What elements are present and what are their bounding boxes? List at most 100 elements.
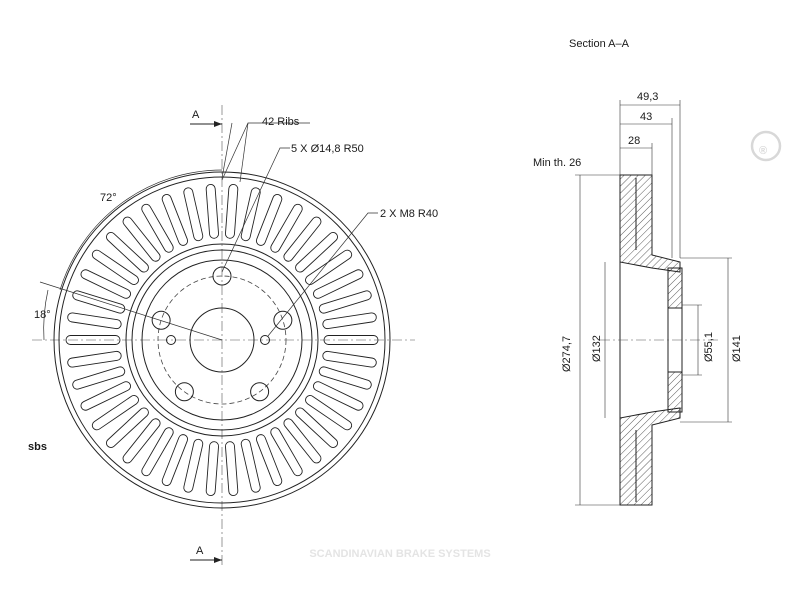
rib-slot (161, 434, 189, 486)
rib-slot (141, 427, 174, 477)
rib (305, 249, 353, 285)
threaded-hole-left (166, 335, 176, 345)
rib (91, 395, 139, 431)
registered-mark: ® (759, 145, 767, 157)
section-arrowhead-bottom (214, 557, 222, 563)
dia-55-1: Ø55,1 (703, 332, 715, 362)
rib (255, 194, 283, 246)
angle-18-label: 18° (34, 309, 51, 321)
rib (183, 438, 204, 493)
angle-72-arc (59, 169, 223, 291)
rib (91, 249, 139, 285)
rib (67, 312, 122, 330)
rib-slot (122, 418, 161, 464)
rib (80, 269, 131, 299)
rib-slot (295, 407, 339, 448)
rib-slot (122, 216, 161, 262)
rib-slot (65, 335, 121, 345)
section-marker-bottom: A (196, 545, 204, 557)
rib (225, 183, 239, 239)
section-marker-top: A (192, 109, 200, 121)
rib-slot (318, 366, 372, 390)
section-title: Section A–A (569, 38, 630, 50)
rib-slot (91, 395, 139, 431)
ribs-leader-2 (239, 122, 249, 183)
rib-slot (255, 434, 283, 486)
rib (270, 203, 303, 253)
rib-slot (323, 335, 379, 345)
bolt-hole (151, 310, 171, 330)
rib-slot (318, 290, 372, 314)
rib-slot (305, 249, 353, 285)
rib (65, 335, 121, 345)
rib (270, 427, 303, 477)
rib-slot (270, 427, 303, 477)
rib-slot (72, 366, 126, 390)
rib (225, 441, 239, 497)
rib-slot (72, 290, 126, 314)
rib-slot (183, 187, 204, 242)
rib-slot (255, 194, 283, 246)
hub-upper-wall (667, 267, 683, 309)
rib (72, 366, 126, 390)
rib (295, 407, 339, 448)
rib (283, 418, 322, 464)
center-bore (189, 307, 255, 373)
section-upper-flange (619, 174, 681, 273)
watermark: sbs ® SCANDINAVIAN BRAKE SYSTEMS (28, 130, 782, 560)
threaded-holes-leader (267, 212, 378, 337)
rib-slot (270, 203, 303, 253)
rib (67, 350, 122, 368)
rib (313, 381, 364, 411)
brand-tagline: SCANDINAVIAN BRAKE SYSTEMS (309, 548, 490, 560)
rib-slot (205, 441, 219, 497)
rib-slot (205, 183, 219, 239)
ribs-leader-3 (221, 122, 233, 179)
rib-slot (283, 216, 322, 262)
bolt-circle (157, 275, 287, 405)
rib-slot (225, 183, 239, 239)
rib (255, 434, 283, 486)
cooling-ribs (65, 183, 379, 497)
rib (240, 187, 261, 242)
rib-slot (105, 232, 149, 273)
bolt-hole (273, 310, 293, 330)
hub-outer-circle (141, 259, 303, 421)
rib (240, 438, 261, 493)
rib-slot (105, 407, 149, 448)
dim-43: 43 (640, 111, 652, 123)
rib-slot (67, 350, 122, 368)
rib-slot (240, 438, 261, 493)
rib-slot (183, 438, 204, 493)
rib (105, 407, 149, 448)
ribs-label: 42 Ribs (262, 116, 300, 128)
rib (313, 269, 364, 299)
rib (323, 335, 379, 345)
disc-outer-edge (53, 171, 391, 509)
rib-slot (225, 441, 239, 497)
rib-slot (80, 269, 131, 299)
rib-slot (283, 418, 322, 464)
bolt-holes-leader (221, 147, 290, 273)
bolt-holes-label: 5 X Ø14,8 R50 (291, 143, 364, 155)
rib (318, 290, 372, 314)
dia-132: Ø132 (591, 335, 603, 362)
min-thickness-label: Min th. 26 (533, 157, 581, 169)
dia-outer: Ø274,7 (561, 336, 573, 372)
rib (161, 194, 189, 246)
dim-28: 28 (628, 135, 640, 147)
rib (183, 187, 204, 242)
rib (295, 232, 339, 273)
rib (161, 434, 189, 486)
rib (141, 203, 174, 253)
rib-slot (322, 312, 377, 330)
rib-slot (67, 312, 122, 330)
rib-slot (91, 249, 139, 285)
bolt-hole (212, 266, 232, 286)
rib (322, 350, 377, 368)
angle-18-line (39, 281, 223, 341)
rib (141, 427, 174, 477)
rib (80, 381, 131, 411)
rib-slot (141, 203, 174, 253)
